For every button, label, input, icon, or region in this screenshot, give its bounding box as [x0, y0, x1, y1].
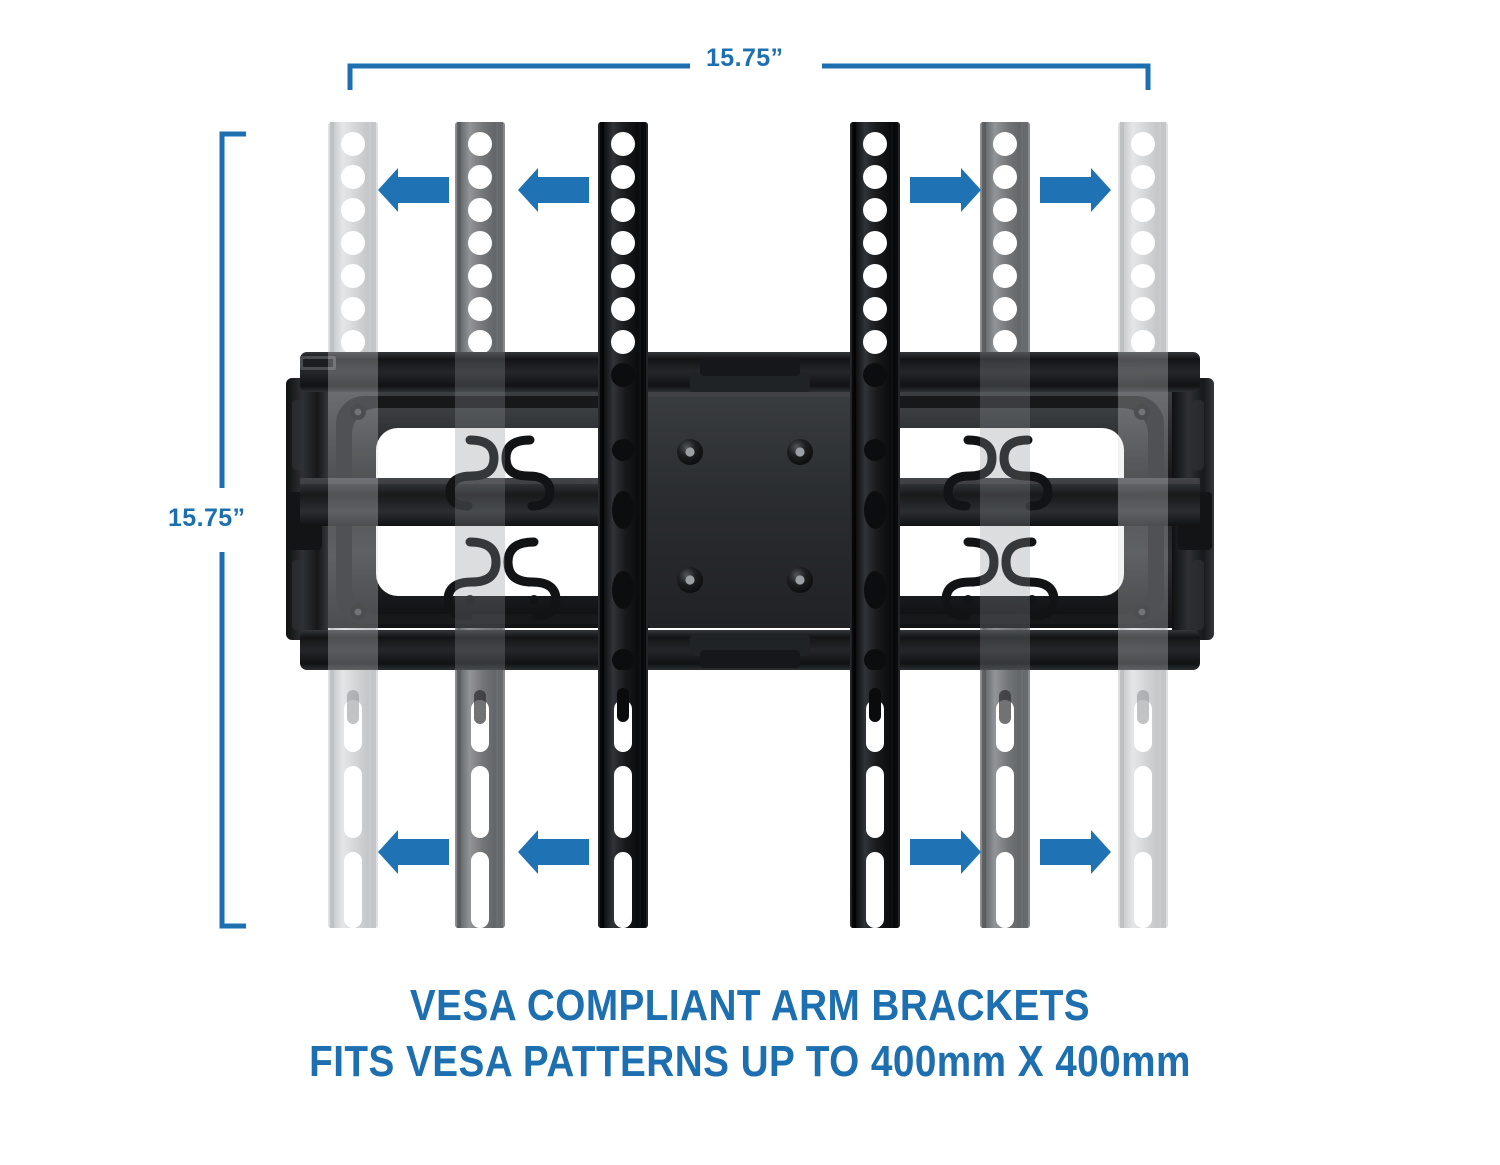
rail-translucency-overlay [328, 352, 1168, 670]
hook-left-lower [443, 537, 561, 621]
arrow-left-icon [378, 830, 449, 874]
arrow-right-icon [910, 168, 981, 212]
hook-right-lower [941, 537, 1059, 621]
dimension-bracket-top [347, 63, 1151, 90]
arrow-right-icon [1040, 830, 1111, 874]
mount-top-tab [690, 372, 810, 394]
adjustment-arrows-bottom [378, 830, 1111, 874]
dimension-label-top: 15.75” [706, 44, 784, 72]
hook-right-upper [943, 435, 1053, 511]
vesa-bolt-bottom-right [787, 567, 813, 593]
rail-left-inner [598, 122, 648, 928]
adjustment-arrows-top [378, 168, 1111, 212]
rail-right-inner [850, 122, 900, 928]
arrow-left-icon [518, 168, 589, 212]
arrow-right-icon [1040, 168, 1111, 212]
vesa-bolt-bottom-left [677, 567, 703, 593]
arrow-left-icon [378, 168, 449, 212]
dimension-label-left: 15.75” [168, 504, 246, 532]
caption-line-secondary: FITS VESA PATTERNS UP TO 400mm X 400mm [309, 1037, 1191, 1087]
vesa-bolt-top-right [787, 439, 813, 465]
arrow-left-icon [518, 830, 589, 874]
dimension-bracket-left [219, 131, 246, 929]
vesa-mounting-plate [648, 392, 860, 628]
caption-line-primary: VESA COMPLIANT ARM BRACKETS [409, 981, 1091, 1030]
hook-left-upper [445, 435, 555, 511]
caption-block: VESA COMPLIANT ARM BRACKETS FITS VESA PA… [0, 978, 1500, 1091]
vesa-bolt-top-left [677, 439, 703, 465]
arrow-right-icon [910, 830, 981, 874]
